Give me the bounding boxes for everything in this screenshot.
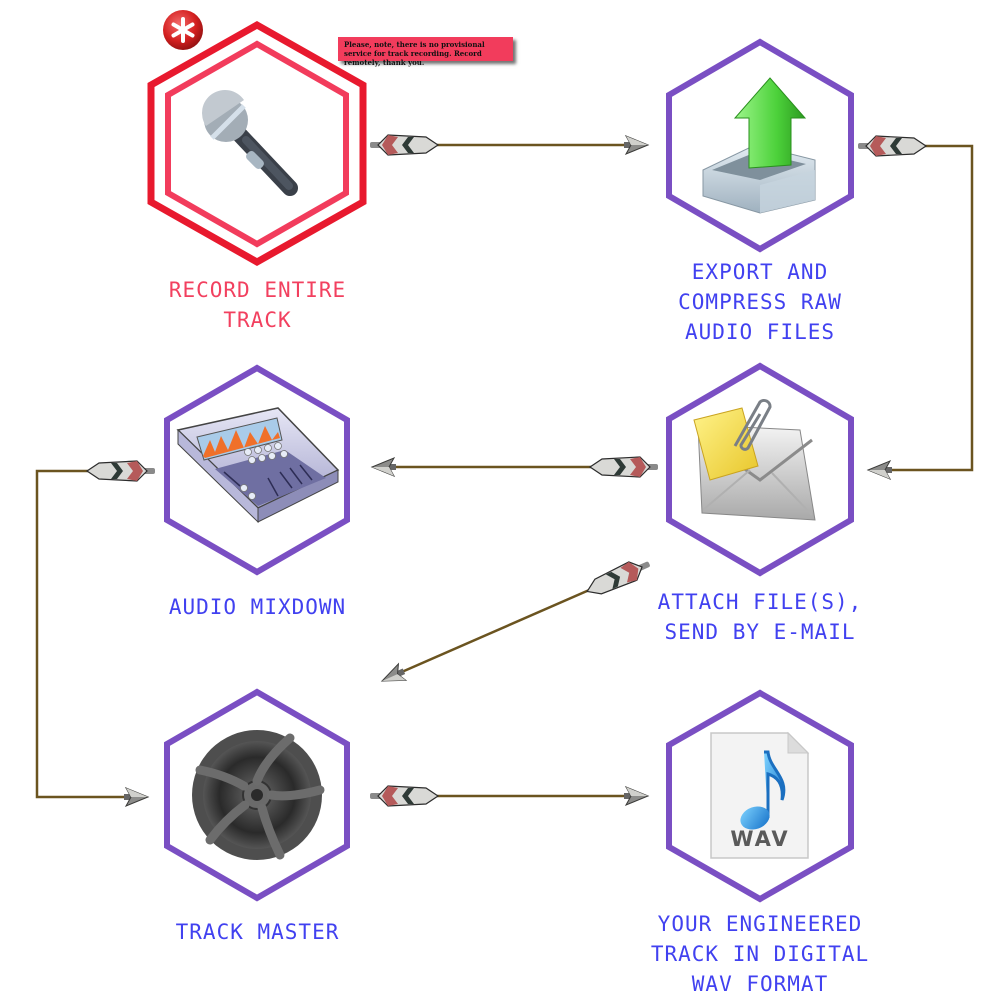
step-export-label: EXPORT AND COMPRESS RAW AUDIO FILES (678, 260, 842, 344)
connector-lines (35, 143, 974, 799)
notice-tooltip: Please, note, there is no provisional se… (338, 37, 513, 67)
fletching-record-export (370, 134, 440, 156)
email-attachment-icon (693, 399, 816, 521)
arrowhead-record-export (624, 134, 650, 156)
fletching-export-attach (858, 135, 928, 157)
step-record[interactable] (147, 20, 367, 267)
arrowhead-mixdown-master (124, 786, 150, 808)
step-master[interactable] (164, 688, 350, 902)
step-record-inner-hex (165, 40, 349, 248)
fletching-mixdown-master (85, 460, 155, 482)
wav-badge: WAV (730, 827, 789, 851)
connector-export-to-attach (868, 144, 974, 472)
step-attach[interactable] (666, 362, 854, 577)
step-attach-hex (666, 362, 854, 577)
mixing-console-icon (176, 407, 340, 524)
step-mixdown[interactable] (164, 364, 350, 576)
step-export[interactable] (666, 38, 854, 253)
step-deliver[interactable]: WAV (666, 689, 854, 903)
arrowhead-attach-mixdown (370, 456, 396, 478)
step-master-label: TRACK MASTER (175, 920, 340, 944)
step-export-hex (666, 38, 854, 253)
step-record-outer-hex (147, 20, 367, 267)
step-mixdown-label: AUDIO MIXDOWN (168, 595, 347, 619)
step-master-hex (164, 688, 350, 902)
fletching-master-deliver (370, 785, 440, 807)
wav-file-icon: WAV (710, 731, 810, 859)
step-record-label: RECORD ENTIRE TRACK (168, 278, 347, 332)
arrowhead-attach-master (380, 662, 408, 682)
step-deliver-hex (666, 689, 854, 903)
close-badge-icon[interactable] (163, 10, 203, 50)
step-attach-label: ATTACH FILE(S), SEND BY E-MAIL (657, 590, 863, 644)
microphone-icon (201, 89, 298, 196)
fletching-attach-master (586, 561, 650, 595)
arrowhead-export-attach (866, 459, 892, 481)
music-note-icon (740, 750, 786, 830)
arrow-parts (85, 134, 928, 808)
fletching-attach-mixdown (588, 456, 658, 478)
arrowhead-master-deliver (624, 785, 650, 807)
connector-mixdown-to-master (35, 469, 140, 799)
step-deliver-label: YOUR ENGINEERED TRACK IN DIGITAL WAV FOR… (650, 912, 870, 996)
step-mixdown-hex (164, 364, 350, 576)
upload-tray-icon (702, 77, 816, 214)
speaker-icon (192, 730, 325, 860)
